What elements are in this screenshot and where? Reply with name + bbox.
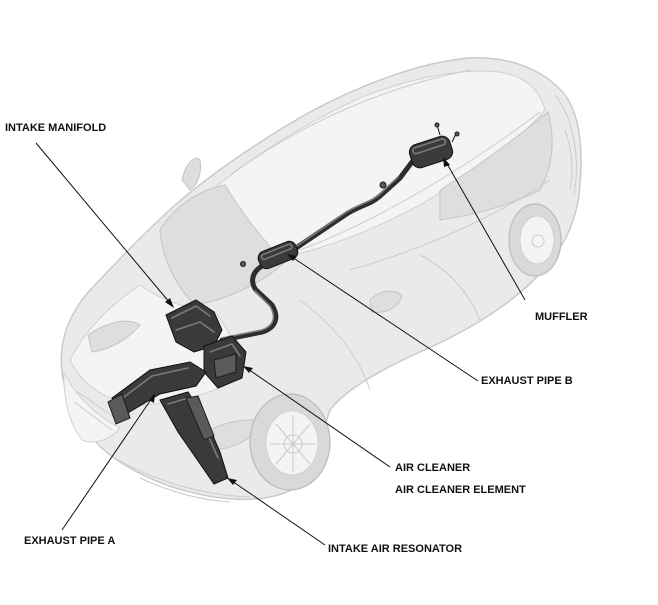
exhaust-pipe-a-part xyxy=(111,361,207,415)
muffler-part xyxy=(408,122,460,169)
label-air-cleaner-element: AIR CLEANER ELEMENT xyxy=(395,484,526,496)
label-muffler: MUFFLER xyxy=(535,311,588,323)
intake-manifold-part xyxy=(165,299,223,353)
label-exhaust-pipe-b: EXHAUST PIPE B xyxy=(481,375,573,387)
label-intake-air-resonator: INTAKE AIR RESONATOR xyxy=(328,543,462,555)
exhaust-system xyxy=(219,122,460,343)
label-air-cleaner: AIR CLEANER xyxy=(395,462,470,474)
label-exhaust-pipe-a: EXHAUST PIPE A xyxy=(24,535,115,547)
exhaust-pipe-b-resonator xyxy=(257,240,299,270)
callout-leaders xyxy=(35,142,526,546)
label-intake-manifold: INTAKE MANIFOLD xyxy=(5,122,106,134)
exhaust-pipe-run xyxy=(219,263,279,343)
vehicle-body-illustration xyxy=(60,57,582,503)
exhaust-hanger xyxy=(379,181,387,189)
exhaust-hanger xyxy=(240,261,246,267)
engine-intake-components xyxy=(107,299,247,485)
